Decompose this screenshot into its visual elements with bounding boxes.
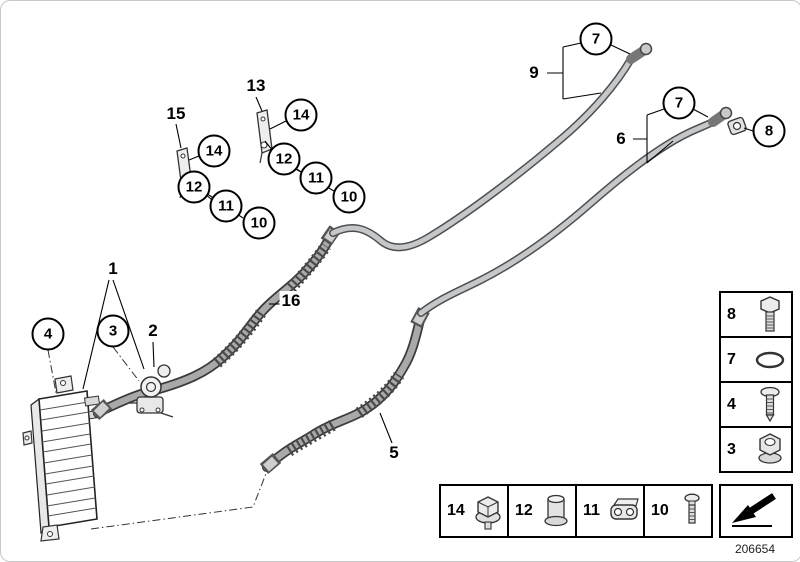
o-ring-icon — [749, 340, 791, 380]
callout-5[interactable]: 5 — [387, 443, 401, 463]
callout-11-a[interactable]: 11 — [299, 161, 333, 195]
callout-1[interactable]: 1 — [106, 259, 120, 279]
callout-13[interactable]: 13 — [244, 76, 268, 96]
callout-8[interactable]: 8 — [752, 114, 786, 148]
legend-cell-11[interactable]: 11 — [575, 484, 645, 538]
callout-7-upper[interactable]: 7 — [579, 22, 613, 56]
flange-nut-icon — [749, 430, 791, 470]
legend-cell-4[interactable]: 4 — [719, 381, 793, 428]
legend-cell-7[interactable]: 7 — [719, 336, 793, 383]
callout-14-a[interactable]: 14 — [284, 98, 318, 132]
callout-16[interactable]: 16 — [279, 291, 303, 311]
callout-6[interactable]: 6 — [614, 129, 628, 149]
legend-label-12: 12 — [515, 502, 533, 519]
callout-14-b[interactable]: 14 — [197, 134, 231, 168]
pipe-6-drawing — [417, 106, 733, 317]
legend-label-8: 8 — [727, 305, 736, 323]
callout-4[interactable]: 4 — [31, 317, 65, 351]
direction-arrow-icon — [726, 489, 786, 534]
thermostat-drawing — [129, 364, 174, 418]
pipe-holder-drawing — [727, 116, 747, 136]
crimp-collars — [90, 225, 430, 474]
hex-bolt-icon — [749, 295, 791, 335]
callout-2[interactable]: 2 — [146, 321, 160, 341]
legend-label-3: 3 — [727, 440, 736, 458]
callout-11-b[interactable]: 11 — [209, 189, 243, 223]
pan-screw-icon — [673, 491, 711, 531]
sleeve-icon — [537, 491, 575, 531]
corner-symbol-box — [719, 484, 793, 538]
legend-cell-3[interactable]: 3 — [719, 426, 793, 473]
callout-12-a[interactable]: 12 — [267, 142, 301, 176]
legend-label-4: 4 — [727, 395, 736, 413]
callout-10-b[interactable]: 10 — [242, 206, 276, 240]
legend-label-14: 14 — [447, 502, 465, 519]
legend-label-10: 10 — [651, 502, 669, 519]
legend-cell-8[interactable]: 8 — [719, 291, 793, 338]
alignment-lines — [47, 346, 268, 530]
oil-cooler-drawing — [22, 375, 103, 542]
callout-9[interactable]: 9 — [527, 63, 541, 83]
legend-side-table: 8 7 4 — [719, 291, 793, 473]
legend-cell-10[interactable]: 10 — [643, 484, 713, 538]
callout-15[interactable]: 15 — [164, 104, 188, 124]
pipe-9-drawing — [329, 42, 653, 252]
legend-label-7: 7 — [727, 350, 736, 368]
callout-3[interactable]: 3 — [96, 314, 130, 348]
legend-cell-12[interactable]: 12 — [507, 484, 577, 538]
legend-label-11: 11 — [583, 502, 600, 519]
legend-cell-14[interactable]: 14 — [439, 484, 509, 538]
figure-number: 206654 — [734, 542, 775, 556]
pipe-clamp-icon — [605, 491, 643, 531]
screw-icon — [749, 385, 791, 425]
legend-bottom-table: 14 12 — [439, 484, 713, 538]
callout-10-a[interactable]: 10 — [332, 180, 366, 214]
hex-flange-bolt-icon — [469, 491, 507, 531]
callout-7-lower[interactable]: 7 — [662, 86, 696, 120]
callout-12-b[interactable]: 12 — [177, 170, 211, 204]
